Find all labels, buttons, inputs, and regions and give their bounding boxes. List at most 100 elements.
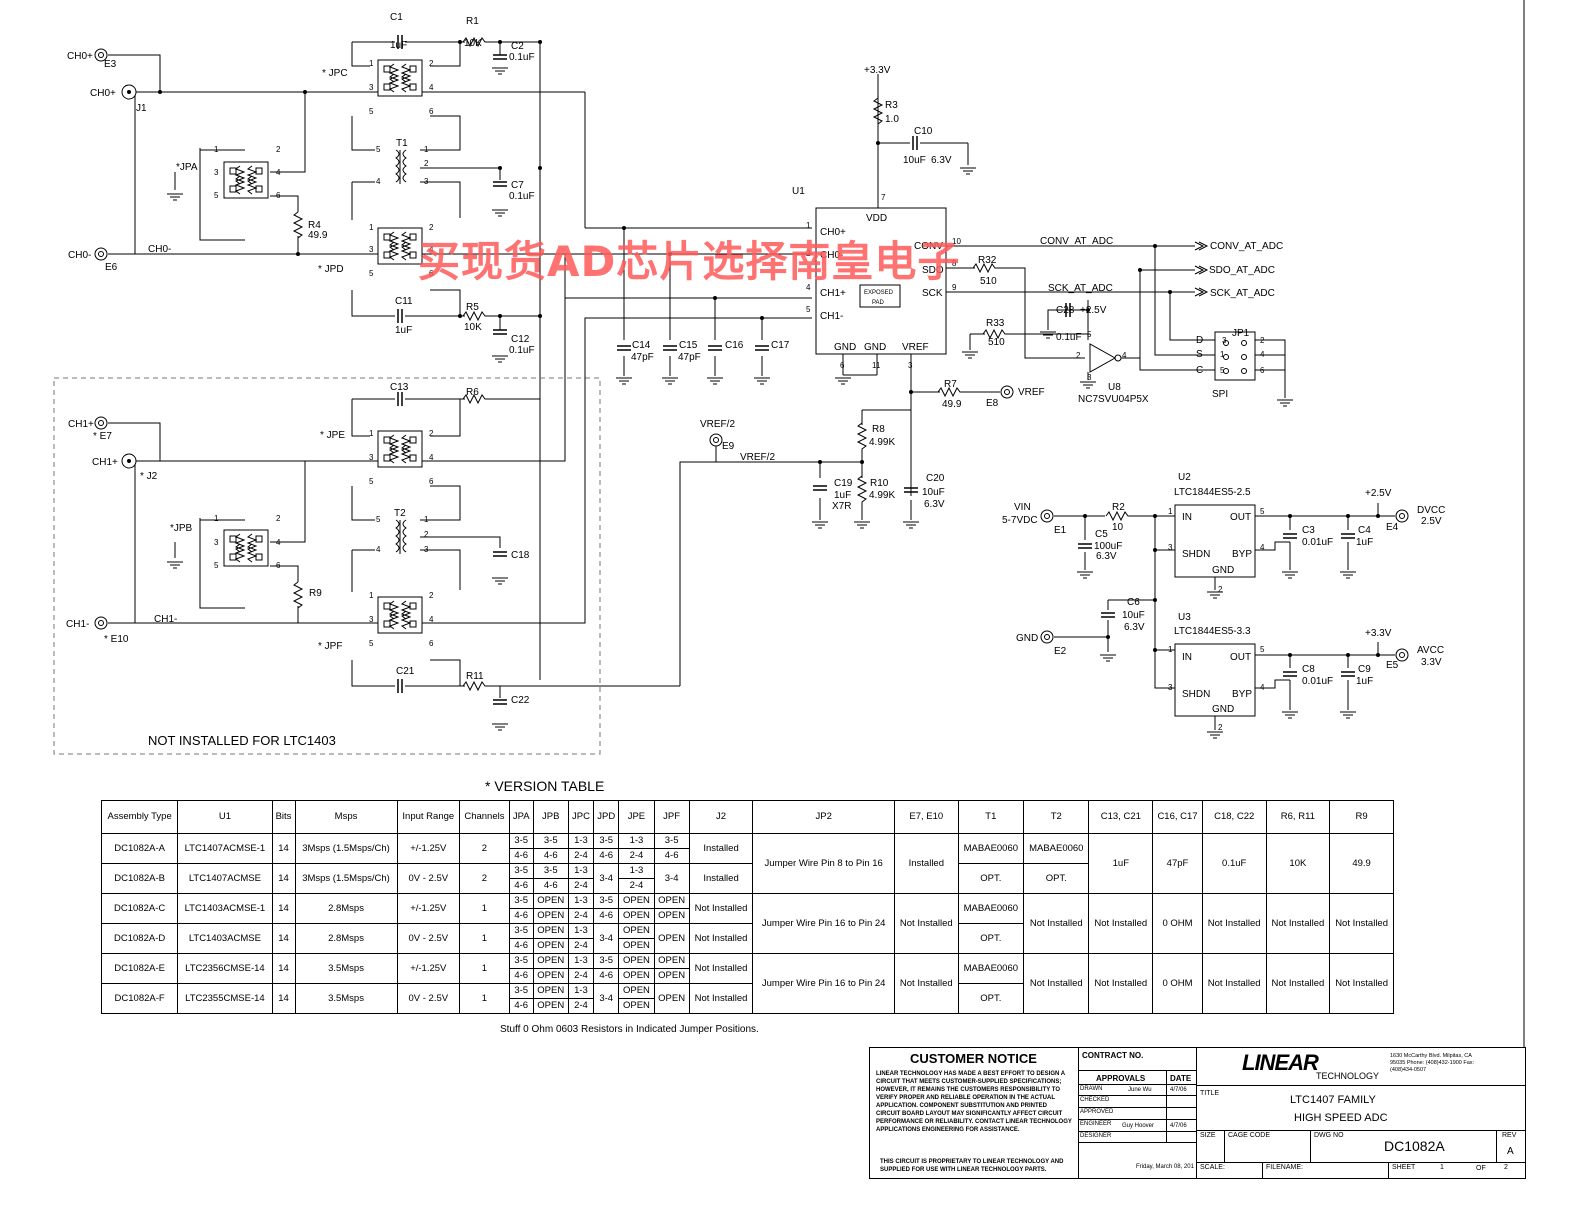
ch0-dots xyxy=(158,40,542,318)
schematic-label: R5 xyxy=(466,302,479,313)
schematic-label: 47pF xyxy=(678,352,701,363)
schematic-label: OUT xyxy=(1230,652,1251,663)
schematic-label: X7R xyxy=(832,501,851,512)
schematic-label: C19 xyxy=(834,478,853,489)
cage-code-label: CAGE CODE xyxy=(1228,1132,1271,1139)
schematic-label: E8 xyxy=(986,398,999,409)
transformer-t1 xyxy=(395,149,407,184)
table-cell: 2-4 xyxy=(567,848,595,864)
pin-number: 4 xyxy=(1122,351,1127,360)
table-cell: OPEN xyxy=(653,968,690,984)
schematic-label: R10 xyxy=(870,478,889,489)
schematic-label: PAD xyxy=(872,300,885,306)
engineer-label: ENGINEER xyxy=(1080,1121,1112,1127)
schematic-label: GND xyxy=(834,342,856,353)
pin-number: 1 xyxy=(214,514,219,523)
schematic-label: +3.3V xyxy=(864,65,891,76)
table-cell: 2 xyxy=(459,833,510,864)
schematic-label: R2 xyxy=(1112,502,1125,513)
schematic-label: VIN xyxy=(1014,502,1031,513)
schematic-label: CONV_AT_ADC xyxy=(1210,241,1283,252)
schematic-label: CH1- xyxy=(66,619,89,630)
table-cell: OPEN xyxy=(653,983,690,1014)
table-cell: Installed xyxy=(688,863,754,894)
reg-dots xyxy=(1083,514,1380,657)
schematic-label: 6.3V xyxy=(1124,622,1145,633)
pin-number: 3 xyxy=(908,361,913,370)
table-header: JPF xyxy=(653,800,690,834)
pin-number: 5 xyxy=(369,477,374,486)
table-cell: 49.9 xyxy=(1329,833,1394,894)
table-cell: 0V - 2.5V xyxy=(396,983,461,1014)
version-table-title: * VERSION TABLE xyxy=(485,778,605,794)
table-cell: 1-3 xyxy=(567,863,595,879)
table-cell: 14 xyxy=(271,893,296,924)
schematic-label: 6.3V xyxy=(931,155,952,166)
table-cell: Not Installed xyxy=(688,983,754,1014)
table-cell: OPEN xyxy=(532,908,569,924)
table-cell: Jumper Wire Pin 16 to Pin 24 xyxy=(752,953,895,1014)
pin-number: 3 xyxy=(369,245,374,254)
schematic-label: R7 xyxy=(944,379,957,390)
table-cell: DC1082A-B xyxy=(100,863,179,894)
pin-number: 10 xyxy=(952,237,961,246)
table-cell: OPEN xyxy=(532,938,569,954)
table-header: C18, C22 xyxy=(1201,800,1267,834)
schematic-label: C2 xyxy=(511,41,524,52)
table-cell: 1 xyxy=(459,923,510,954)
engineer-date: 4/7/06 xyxy=(1170,1123,1187,1129)
table-cell: 2-4 xyxy=(618,848,655,864)
table-header: Bits xyxy=(271,800,296,834)
schematic-label: E1 xyxy=(1054,525,1067,536)
table-cell: 2.8Msps xyxy=(294,893,398,924)
pin-number: 6 xyxy=(429,269,434,278)
schematic-label: * JPC xyxy=(322,68,348,79)
table-cell: 4-6 xyxy=(508,938,534,954)
table-cell: 3-5 xyxy=(508,953,534,969)
table-cell: Not Installed xyxy=(1265,953,1331,1014)
pin-number: 2 xyxy=(1218,585,1223,594)
table-cell: 14 xyxy=(271,833,296,864)
pin-number: 1 xyxy=(369,223,374,232)
table-cell: LTC1407ACMSE xyxy=(177,863,273,894)
schematic-label: 4.99K xyxy=(869,437,895,448)
schematic-label: +2.5V xyxy=(1080,305,1107,316)
schematic-label: BYP xyxy=(1232,689,1252,700)
table-cell: 2.8Msps xyxy=(294,923,398,954)
schematic-label: E5 xyxy=(1386,660,1399,671)
schematic-label: 6.3V xyxy=(924,499,945,510)
schematic-label: R1 xyxy=(466,16,479,27)
table-cell: 3-5 xyxy=(532,833,569,849)
table-cell: Not Installed xyxy=(688,953,754,984)
table-cell: Jumper Wire Pin 16 to Pin 24 xyxy=(752,893,895,954)
pin-number: 4 xyxy=(1260,350,1265,359)
table-cell: 4-6 xyxy=(508,878,534,894)
table-cell: 0.1uF xyxy=(1201,833,1267,894)
table-cell: OPT. xyxy=(1023,863,1090,894)
pin-number: 3 xyxy=(214,538,219,547)
table-cell: OPT. xyxy=(957,923,1025,954)
pin-number: 5 xyxy=(1087,330,1092,339)
schematic-label: 6.3V xyxy=(1096,551,1117,562)
pin-number: 4 xyxy=(1260,683,1265,692)
table-cell: 4-6 xyxy=(508,968,534,984)
schematic-label: 49.9 xyxy=(942,399,962,410)
table-cell: 4-6 xyxy=(508,998,534,1014)
table-cell: 3Msps (1.5Msps/Ch) xyxy=(294,833,398,864)
watermark: 买现货AD芯片选择南皇电子 xyxy=(418,237,961,286)
table-cell: 3-4 xyxy=(593,923,620,954)
schematic-label: SPI xyxy=(1212,389,1228,400)
schematic-label: +2.5V xyxy=(1365,488,1392,499)
pin-number: 5 xyxy=(214,191,219,200)
table-cell: 14 xyxy=(271,983,296,1014)
schematic-label: 1uF xyxy=(395,325,412,336)
table-cell: 3-5 xyxy=(508,983,534,999)
pin-number: 3 xyxy=(369,83,374,92)
schematic-label: R9 xyxy=(309,588,322,599)
pin-number: 5 xyxy=(1260,645,1265,654)
pin-number: 2 xyxy=(276,145,281,154)
